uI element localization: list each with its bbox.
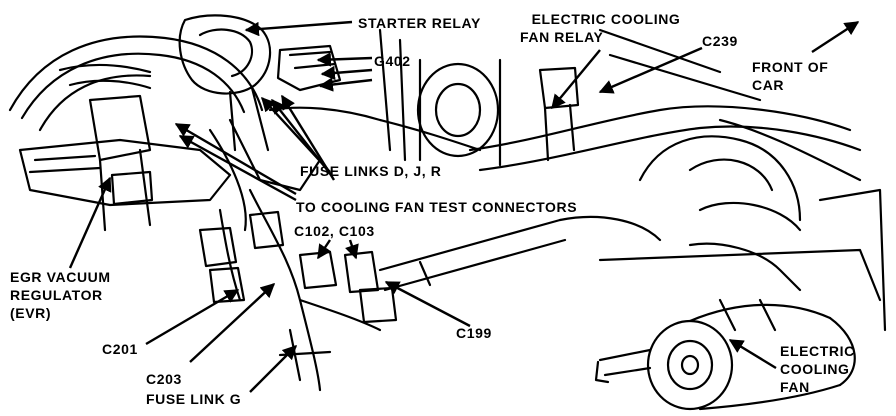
arrow-fan-relay — [551, 49, 601, 110]
arrow-fuse-links-3 — [280, 94, 336, 181]
label-c102-c103: C102, C103 — [294, 223, 375, 239]
arrow-cooling-fan — [728, 338, 777, 370]
label-fuse-links-djr: FUSE LINKS D, J, R — [300, 163, 442, 179]
arrow-test-conn-1 — [174, 122, 297, 196]
arrow-c201 — [145, 288, 240, 346]
arrow-fuse-links-2 — [271, 98, 333, 177]
label-cooling-fan-line3: FAN — [780, 379, 810, 395]
label-cooling-fan-line2: COOLING — [780, 361, 850, 377]
arrow-g402-1 — [316, 52, 373, 67]
label-cooling-fan: ELECTRIC COOLING FAN — [780, 342, 855, 396]
arrow-c239 — [598, 46, 703, 94]
label-c203: C203 — [146, 371, 182, 387]
arrow-front-of-car — [811, 20, 860, 54]
label-fuse-link-g: FUSE LINK G — [146, 391, 242, 407]
label-fan-relay-line1: ELECTRIC COOLING — [531, 11, 681, 27]
label-evr-line1: EGR VACUUM — [10, 269, 111, 285]
label-g402: G402 — [374, 53, 411, 69]
label-c199: C199 — [456, 325, 492, 341]
arrow-evr — [68, 176, 112, 269]
label-starter-relay: STARTER RELAY — [358, 15, 481, 31]
arrow-test-conn-2 — [178, 134, 297, 202]
label-fan-relay: ELECTRIC COOLING FAN RELAY — [516, 10, 696, 46]
label-front-of-car-line2: CAR — [752, 77, 785, 93]
leader-arrows — [68, 20, 860, 393]
arrow-g402-2 — [320, 65, 373, 81]
label-evr: EGR VACUUM REGULATOR (EVR) — [10, 268, 111, 322]
label-cooling-fan-line1: ELECTRIC — [780, 343, 855, 359]
arrow-c102 — [317, 239, 332, 260]
label-front-of-car: FRONT OF CAR — [752, 58, 828, 94]
label-test-connectors: TO COOLING FAN TEST CONNECTORS — [296, 199, 578, 215]
label-c201: C201 — [102, 341, 138, 357]
arrow-c199 — [384, 280, 471, 328]
label-evr-line2: REGULATOR — [10, 287, 103, 303]
label-evr-line3: (EVR) — [10, 305, 52, 321]
label-front-of-car-line1: FRONT OF — [752, 59, 829, 75]
arrow-g402-3 — [318, 77, 373, 92]
arrow-c203 — [189, 283, 276, 363]
engine-linework — [8, 14, 887, 411]
label-c239: C239 — [702, 33, 738, 49]
arrow-c103 — [345, 239, 359, 260]
arrow-starter-relay — [244, 20, 353, 37]
label-fan-relay-line2: FAN RELAY — [520, 29, 604, 45]
arrow-fuse-link-g — [249, 344, 298, 393]
